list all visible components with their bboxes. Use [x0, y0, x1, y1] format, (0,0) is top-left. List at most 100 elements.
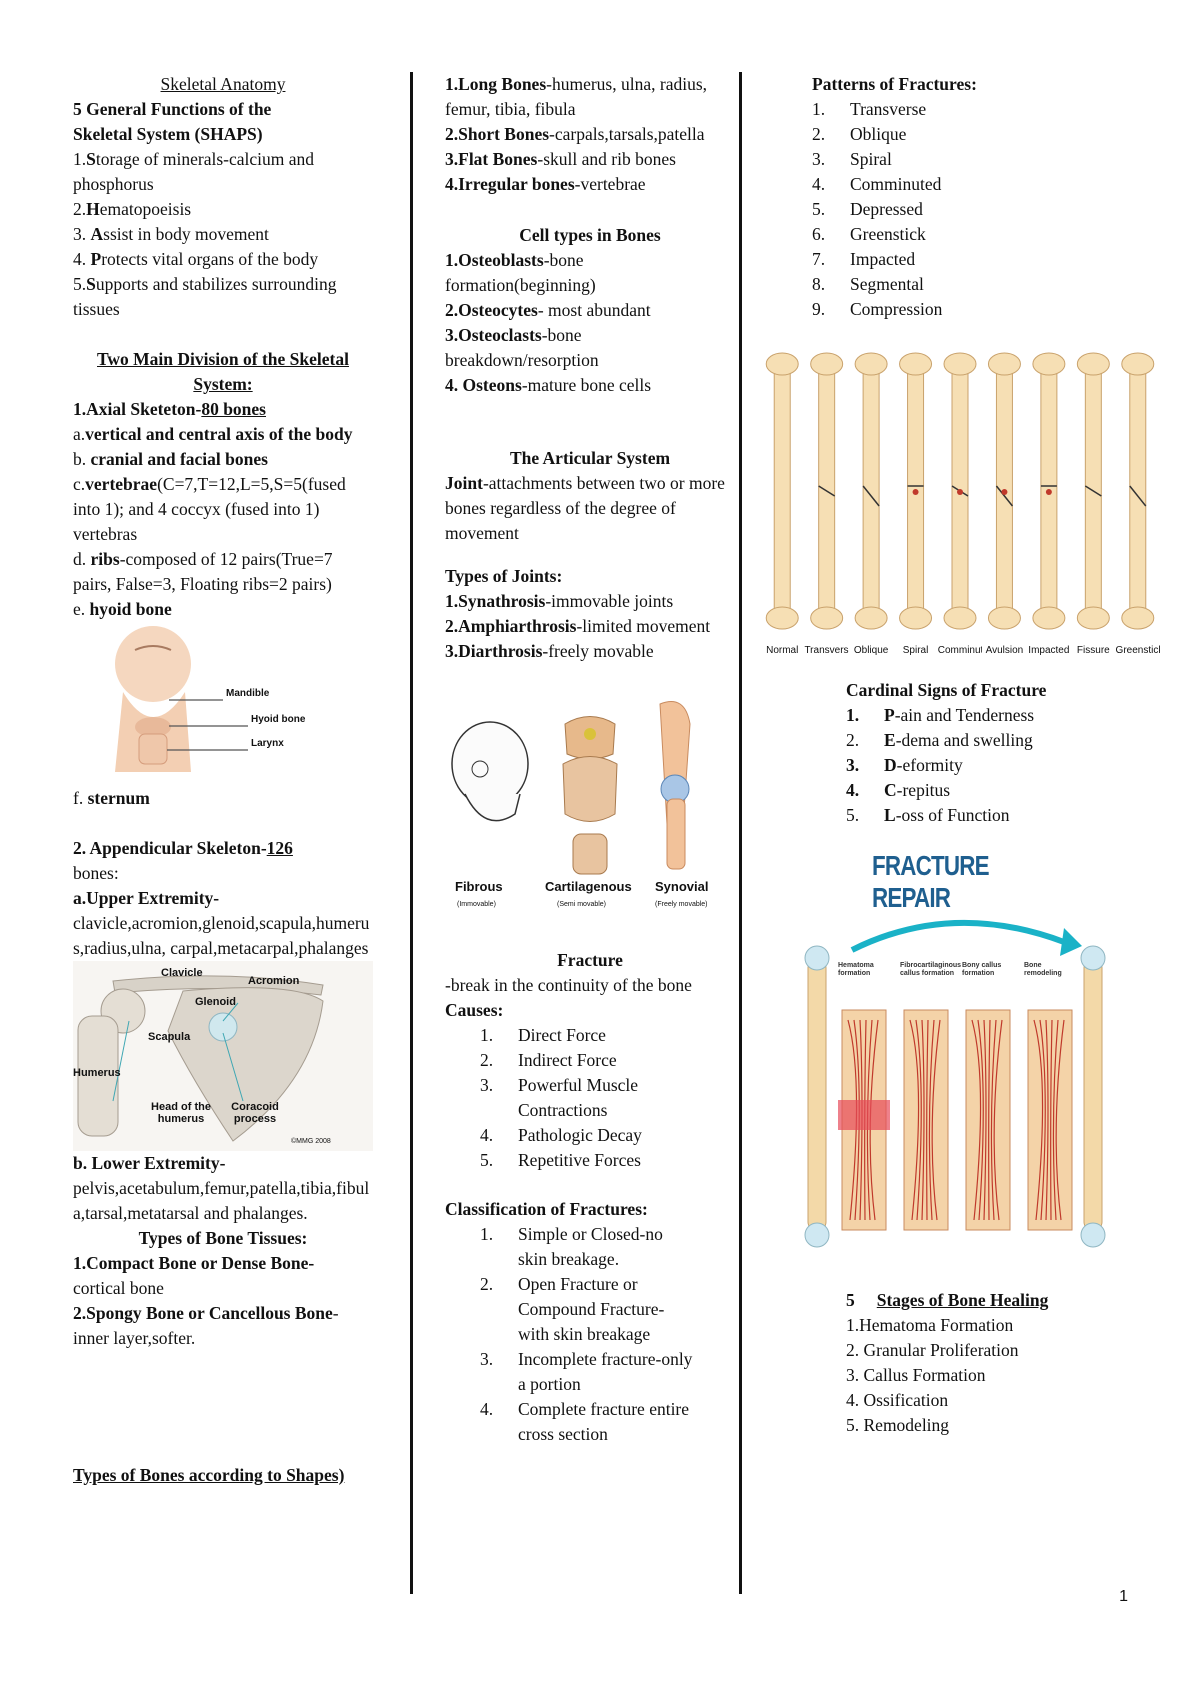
figure-sublabel: (Immovable)	[457, 901, 496, 908]
list-item: b. cranial and facial bones	[73, 449, 268, 469]
list-item: e. hyoid bone	[73, 599, 172, 619]
heading: Cardinal Signs of Fracture	[846, 680, 1047, 700]
list-item: 2.Oblique	[812, 124, 907, 144]
bone-figure	[765, 352, 799, 630]
upper-text: clavicle,acromion,glenoid,scapula,humeru…	[73, 913, 370, 958]
figure-label: Bony callus formation	[962, 962, 1002, 977]
list-item: 3.Incomplete fracture-only a portion	[480, 1349, 693, 1394]
list-item: 3.Osteoclasts-bone breakdown/resorption	[445, 325, 599, 370]
fracture-repair-illustration: FRACTURE REPAIR Hematoma formation Fibroc…	[802, 850, 1122, 1270]
list-item: 6.Greenstick	[812, 224, 926, 244]
bone-figure	[1076, 352, 1110, 630]
figure-label: Mandible	[226, 688, 270, 699]
list-item: 1.Hematoma Formation	[846, 1315, 1014, 1335]
list-item: 3. Callus Formation	[846, 1365, 986, 1385]
figure-label: Greenstick	[1115, 645, 1160, 656]
list-item: 2. Granular Proliferation	[846, 1340, 1019, 1360]
classification-list: 1.Simple or Closed-no skin breakage. 2.O…	[445, 1222, 735, 1447]
figure-label: Bone remodeling	[1024, 962, 1062, 977]
list-item: 4. Protects vital organs of the body	[73, 249, 319, 269]
repair-stage	[965, 1009, 1011, 1231]
bone-figure	[854, 352, 888, 630]
bone-figure	[1121, 352, 1155, 630]
list-item: 4. Osteons-mature bone cells	[445, 375, 652, 395]
list-item: 4.C-repitus	[846, 780, 951, 800]
fracture-patterns-illustration: NormalTransverseObliqueSpiralComminutedA…	[760, 346, 1160, 656]
tissue-text: -inner layer,softer.	[73, 1303, 339, 1348]
bone-figure	[899, 352, 933, 630]
list-item: 7.Impacted	[812, 249, 916, 269]
figure-label: Avulsion	[985, 645, 1024, 656]
repair-stage	[1027, 1009, 1073, 1231]
list-item: 5.L-oss of Function	[846, 805, 1010, 825]
heading: Types of Bones according to Shapes)	[73, 1465, 345, 1485]
figure-label: Hyoid bone	[251, 714, 306, 725]
list-item: f. sternum	[73, 788, 150, 808]
figure-label: Glenoid	[195, 996, 236, 1008]
list-item: 1.Storage of minerals-calcium and phosph…	[73, 149, 315, 194]
heading: Types of Bone Tissues:	[138, 1228, 308, 1248]
heading: 5 General Functions of the	[73, 99, 272, 119]
bone-figure	[987, 352, 1021, 630]
figure-label: Head of the humerus	[151, 1101, 211, 1125]
paragraph: -break in the continuity of the bone	[445, 975, 692, 995]
figure-label: Fibrocartilaginous callus formation	[900, 962, 962, 977]
figure-label: Transverse	[804, 645, 849, 656]
column-2: 1.Long Bones-humerus, ulna, radius, femu…	[445, 72, 735, 1447]
list-item: 3.Flat Bones-skull and rib bones	[445, 149, 676, 169]
heading-number: 5	[846, 1290, 855, 1310]
heading: Two Main Division of the Skeletal System…	[97, 349, 349, 394]
list-item: 2.Hematopoeisis	[73, 199, 192, 219]
heading: Stages of Bone Healing	[876, 1290, 1049, 1310]
figure-label: Impacted	[1028, 645, 1070, 656]
heading: Patterns of Fractures:	[812, 74, 977, 94]
figure-sublabel: (Semi movable)	[557, 901, 607, 908]
list-item: 8.Segmental	[812, 274, 924, 294]
list-item: 9.Compression	[812, 299, 943, 319]
list-item: c.vertebrae(C=7,T=12,L=5,S=5(fused into …	[73, 474, 346, 544]
figure-label: Normal	[766, 645, 799, 656]
shoulder-illustration: Clavicle Acromion Glenoid Scapula Humeru…	[73, 961, 373, 1151]
list-item: 1.Osteoblasts-bone formation(beginning)	[445, 250, 596, 295]
column-1: Skeletal Anatomy 5 General Functions of …	[73, 72, 373, 1488]
list-item: 2.Open Fracture or Compound Fracture-wit…	[480, 1274, 665, 1344]
heading: Causes:	[445, 1000, 504, 1020]
section-title: Skeletal Anatomy	[160, 74, 286, 94]
list-item: 2.E-dema and swelling	[846, 730, 1033, 750]
figure-label: Acromion	[248, 975, 300, 987]
figure-label: Larynx	[251, 738, 284, 749]
heading: Cell types in Bones	[519, 225, 661, 245]
figure-label: Oblique	[853, 645, 889, 656]
figure-label: Humerus	[73, 1067, 121, 1079]
list-item: 5. Remodeling	[846, 1415, 950, 1435]
list-item: 5.Supports and stabilizes surrounding ti…	[73, 274, 337, 319]
list-item: 2.Osteocytes- most abundant	[445, 300, 651, 320]
patterns-list: 1.Transverse 2.Oblique 3.Spiral 4.Commin…	[812, 97, 1152, 322]
figure-label: Comminuted	[937, 645, 982, 656]
heading: Fracture	[557, 950, 623, 970]
list-item: 4. Ossification	[846, 1390, 949, 1410]
axial-count: 80 bones	[201, 399, 266, 419]
list-item: 3.D-eformity	[846, 755, 963, 775]
list-item: 3.Powerful Muscle Contractions	[480, 1075, 639, 1120]
page-number: 1	[1119, 1588, 1128, 1605]
heading: Types of Joints:	[445, 566, 563, 586]
list-item: 4.Comminuted	[812, 174, 942, 194]
list-item: d. ribs-composed of 12 pairs(True=7 pair…	[73, 549, 333, 594]
bone-figure	[943, 352, 977, 630]
tissue-label: 2.Spongy Bone or Cancellous Bone	[73, 1303, 333, 1323]
figure-label: Clavicle	[161, 967, 203, 979]
joints-illustration: Fibrous Cartilagenous Synovial (Immovabl…	[445, 694, 735, 924]
list-item: 5.Depressed	[812, 199, 923, 219]
figure-title: FRACTURE REPAIR	[872, 850, 990, 913]
list-item: 1.Transverse	[812, 99, 927, 119]
list-item: 2.Short Bones-carpals,tarsals,patella	[445, 124, 705, 144]
figure-label: Hematoma formation	[838, 962, 874, 977]
list-item: 1.Direct Force	[480, 1025, 606, 1045]
lower-label: b. Lower Extremity-	[73, 1153, 226, 1173]
tissue-label: 1.Compact Bone or Dense Bone-	[73, 1253, 315, 1273]
figure-label: Coracoid process	[231, 1101, 279, 1125]
list-item: 1.P-ain and Tenderness	[846, 705, 1035, 725]
healing-list: 1.Hematoma Formation 2. Granular Prolife…	[812, 1313, 1152, 1438]
causes-list: 1.Direct Force 2.Indirect Force 3.Powerf…	[445, 1023, 735, 1173]
